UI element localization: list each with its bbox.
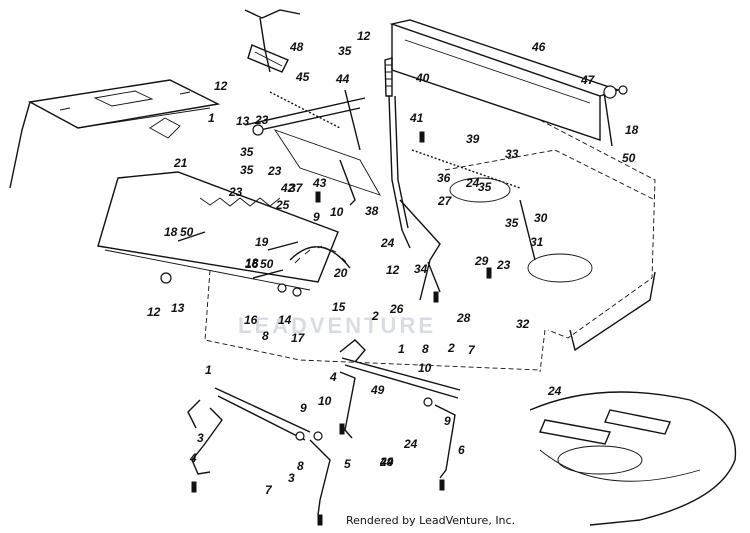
callout: 32 <box>516 317 530 331</box>
callout: 4 <box>189 451 197 465</box>
shaft-assembly <box>244 89 381 206</box>
callout: 35 <box>478 180 492 194</box>
watermark: LEADVENTURE <box>238 313 437 338</box>
callout: 2 <box>447 341 455 355</box>
callout: 35 <box>338 44 352 58</box>
callout: 9 <box>313 210 320 224</box>
dash-panel <box>9 79 221 189</box>
callout: 24 <box>379 455 394 469</box>
callout: 45 <box>295 70 310 84</box>
callout: 46 <box>531 40 546 54</box>
callout: 7 <box>265 483 273 497</box>
callout: 4 <box>329 370 337 384</box>
sector-gear <box>289 245 351 269</box>
callout: 44 <box>335 72 350 86</box>
callout: 3 <box>288 471 295 485</box>
callout: 49 <box>379 455 394 469</box>
callout: 8 <box>297 459 304 473</box>
callout: 12 <box>147 305 161 319</box>
callout: 8 <box>422 342 429 356</box>
spring-39 <box>411 149 521 189</box>
rear-panel <box>389 19 621 147</box>
callout: 9 <box>444 414 451 428</box>
callout: 20 <box>333 266 348 280</box>
callout: 41 <box>409 111 424 125</box>
callout: 14 <box>278 313 292 327</box>
callout: 18 <box>245 256 259 270</box>
callout: 13 <box>236 114 250 128</box>
callout: 24 <box>380 236 395 250</box>
callout: 24 <box>465 176 480 190</box>
callout: 21 <box>173 156 188 170</box>
callout: 8 <box>262 329 269 343</box>
callout: 10 <box>318 394 332 408</box>
callout: 10 <box>418 361 432 375</box>
callout: 50 <box>260 257 274 271</box>
callout: 34 <box>414 262 428 276</box>
callout: 16 <box>244 313 258 327</box>
callout: 37 <box>289 181 304 195</box>
callout: 16 <box>245 257 259 271</box>
callout: 23 <box>254 113 269 127</box>
callout: 48 <box>289 40 304 54</box>
callout: 5 <box>344 457 351 471</box>
steering-column <box>244 9 301 73</box>
callout: 31 <box>530 235 544 249</box>
callout: 18 <box>625 123 639 137</box>
callout: 43 <box>312 176 327 190</box>
callout: 13 <box>171 301 185 315</box>
callout: 38 <box>365 204 379 218</box>
callout: 33 <box>505 147 519 161</box>
callout: 17 <box>291 331 306 345</box>
callout: 9 <box>300 401 307 415</box>
callout: 12 <box>386 263 400 277</box>
callout: 12 <box>214 79 228 93</box>
callout: 19 <box>255 235 269 249</box>
callout: 35 <box>240 145 254 159</box>
callout: 2 <box>371 309 379 323</box>
callout: 35 <box>240 163 254 177</box>
callout: 26 <box>389 302 404 316</box>
callout: 10 <box>330 205 344 219</box>
lift-lever <box>384 57 411 249</box>
callout: 3 <box>197 431 204 445</box>
callout: 35 <box>505 216 519 230</box>
callout: 28 <box>456 311 471 325</box>
callout: 23 <box>496 258 511 272</box>
callout: 24 <box>547 384 562 398</box>
callout-labels: 1 1 1 2 2 3 3 4 4 5 6 7 7 8 8 8 9 9 9 10… <box>147 29 639 497</box>
frame-body <box>204 119 656 373</box>
callout: 15 <box>332 300 346 314</box>
callout: 29 <box>474 254 489 268</box>
callout: 42 <box>280 181 295 195</box>
plate-21 <box>97 171 339 291</box>
credit-text: Rendered by LeadVenture, Inc. <box>346 514 516 527</box>
callout: 50 <box>622 151 636 165</box>
spring-45 <box>269 91 341 129</box>
mower-deck <box>529 391 737 526</box>
callout: 18 <box>164 225 178 239</box>
callout: 47 <box>580 73 596 87</box>
callout: 30 <box>534 211 548 225</box>
callout: 36 <box>437 171 451 185</box>
callout: 23 <box>267 164 282 178</box>
callout: 49 <box>370 383 385 397</box>
callout: 12 <box>357 29 371 43</box>
lower-linkage <box>187 199 461 516</box>
hardware <box>160 85 628 526</box>
callout: 1 <box>205 363 212 377</box>
callout: 6 <box>458 443 465 457</box>
callout: 1 <box>398 342 405 356</box>
callout: 1 <box>208 111 215 125</box>
callout: 25 <box>275 198 290 212</box>
callout: 23 <box>228 185 243 199</box>
callout: 27 <box>437 194 453 208</box>
callout: 7 <box>468 343 476 357</box>
callout: 40 <box>415 71 430 85</box>
callout: 39 <box>466 132 480 146</box>
callout: 24 <box>403 437 418 451</box>
callout: 50 <box>180 225 194 239</box>
